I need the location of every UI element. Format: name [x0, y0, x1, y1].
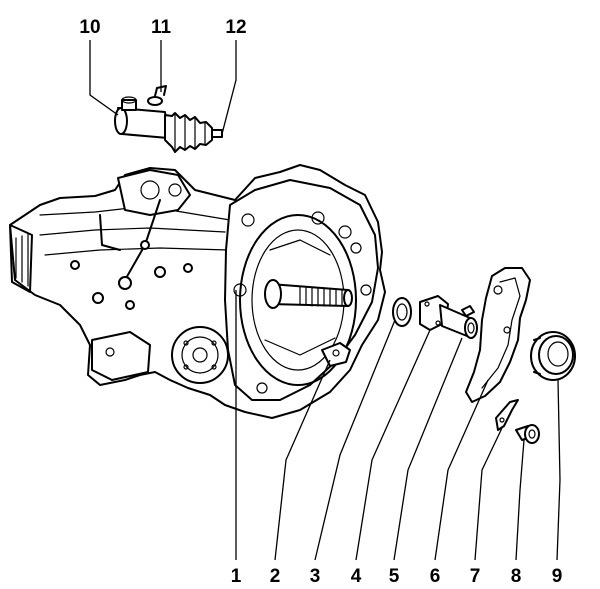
bell-housing — [224, 179, 379, 401]
callout-1: 1 — [231, 566, 242, 587]
callout-12: 12 — [225, 17, 246, 38]
callout-11: 11 — [151, 17, 172, 38]
release-bearing — [530, 331, 576, 381]
callout-9: 9 — [552, 566, 563, 587]
guide-sleeve — [419, 295, 478, 339]
callout-7: 7 — [470, 566, 481, 587]
callout-3: 3 — [310, 566, 321, 587]
dust-boot — [164, 112, 223, 153]
bolt — [515, 424, 540, 444]
retaining-clip — [495, 399, 519, 431]
bleeder-screw — [147, 85, 167, 106]
leader-lines — [89, 40, 561, 561]
release-lever — [465, 267, 531, 403]
callout-2: 2 — [270, 566, 281, 587]
callout-6: 6 — [430, 566, 441, 587]
callout-5: 5 — [389, 566, 400, 587]
shaft-seal — [392, 297, 412, 327]
callout-8: 8 — [511, 566, 522, 587]
callout-10: 10 — [79, 17, 100, 38]
callout-4: 4 — [351, 566, 362, 587]
callout-labels: 10 11 12 1 2 3 4 5 6 7 8 9 — [79, 17, 562, 587]
